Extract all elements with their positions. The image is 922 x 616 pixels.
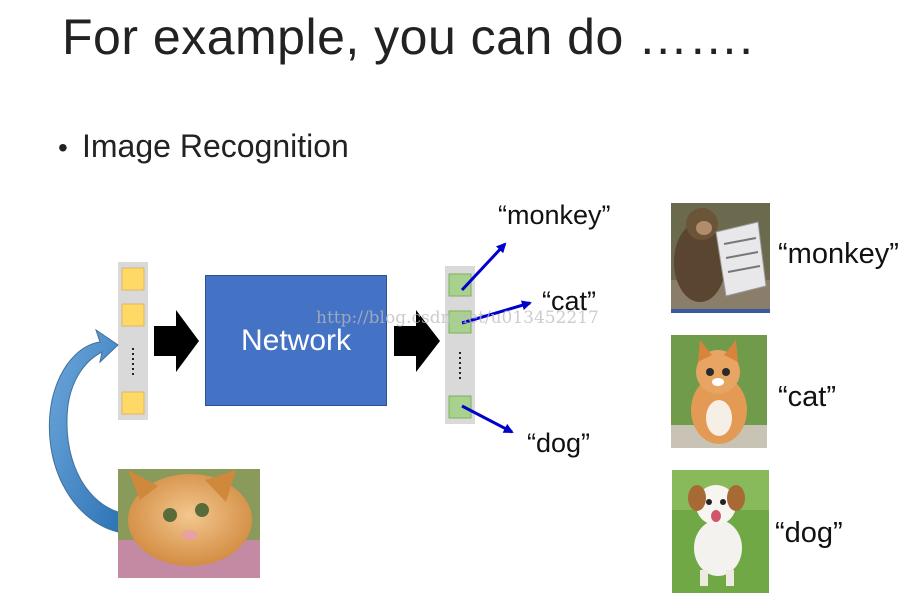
cat-eye — [722, 368, 730, 376]
dog-leg — [726, 570, 734, 586]
input-cell — [121, 391, 145, 415]
monkey-photo-border — [671, 309, 770, 313]
input-photo — [118, 469, 260, 578]
output-cell — [448, 273, 472, 297]
bullet-item: • Image Recognition — [58, 128, 349, 165]
input-cell — [121, 303, 145, 327]
example-label-dog: “dog” — [775, 517, 843, 549]
example-label-monkey: “monkey” — [778, 238, 899, 270]
monkey-example-photo — [671, 203, 770, 313]
output-label-cat: “cat” — [542, 286, 596, 316]
curved-input-arrow — [48, 328, 119, 533]
kitten-eye — [195, 503, 209, 517]
cat-ear — [698, 340, 712, 362]
example-label-cat: “cat” — [778, 381, 836, 413]
output-cell — [448, 395, 472, 419]
output-label-monkey: “monkey” — [498, 200, 611, 230]
kitten-ear — [205, 470, 236, 502]
kitten-ear — [128, 470, 158, 500]
dog-ear — [688, 485, 706, 511]
dog-eye — [706, 499, 712, 505]
bullet-dot: • — [58, 132, 68, 163]
bullet-text: Image Recognition — [82, 128, 349, 164]
network-box: Network — [205, 275, 387, 406]
kitten-photo — [128, 474, 252, 566]
dog-arrow — [461, 404, 514, 434]
watermark-text: http://blog.csdn.net/u013452217 — [316, 308, 599, 328]
dog-eye — [720, 499, 726, 505]
input-vector — [118, 262, 148, 420]
input-cell — [121, 267, 145, 291]
dog-ear — [727, 485, 745, 511]
network-label: Network — [240, 323, 352, 357]
newspaper-line — [723, 237, 757, 245]
network-to-output-arrow — [394, 310, 440, 372]
kitten-nose — [182, 530, 198, 540]
dog-example-photo — [672, 470, 769, 593]
monkey-body — [674, 222, 726, 302]
dog-tongue — [711, 510, 721, 522]
newspaper — [715, 221, 767, 297]
newspaper-line — [727, 265, 761, 273]
dog-head — [696, 485, 736, 525]
cat-ear — [724, 340, 738, 362]
dog-body — [694, 520, 742, 576]
cat-muzzle — [712, 378, 724, 386]
cat-chest — [706, 400, 732, 436]
cat-example-photo — [671, 335, 767, 448]
output-label-dog: “dog” — [527, 428, 591, 458]
slide-title: For example, you can do ……. — [62, 9, 754, 65]
output-vector — [445, 266, 475, 424]
cat-eye — [706, 368, 714, 376]
input-to-network-arrow — [154, 310, 199, 372]
cat-arrow — [461, 300, 532, 325]
kitten-eye — [163, 508, 177, 522]
output-cell — [448, 310, 472, 334]
newspaper-line — [725, 251, 759, 259]
monkey-face — [696, 221, 712, 235]
monkey-arrow — [460, 242, 507, 292]
dog-leg — [700, 570, 708, 586]
cat-head — [696, 350, 740, 394]
